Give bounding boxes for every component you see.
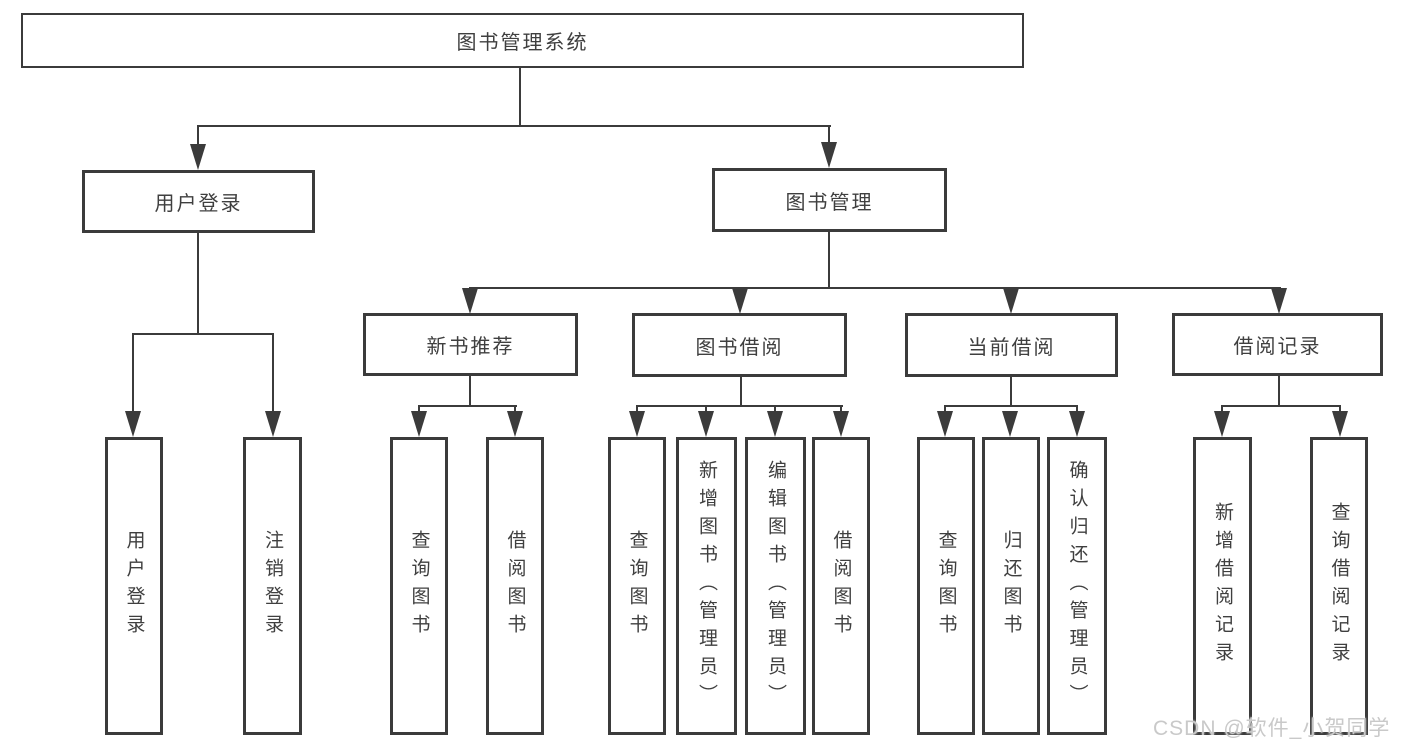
connector-line [469,287,1281,289]
leaf-add-books-admin-label: 新增图书（管理员） [696,460,717,712]
node-book-management: 图书管理 [712,168,947,232]
leaf-confirm-return-admin: 确认归还（管理员） [1047,437,1107,735]
arrow-down-icon [821,142,837,168]
node-book-borrowing: 图书借阅 [632,313,847,377]
leaf-logout-login-label: 注销登录 [262,530,283,642]
leaf-confirm-return-admin-label: 确认归还（管理员） [1066,460,1088,712]
leaf-return-books: 归还图书 [982,437,1040,735]
arrow-down-icon [462,288,478,314]
leaf-query-borrow-record: 查询借阅记录 [1310,437,1368,735]
connector-line [740,377,742,406]
leaf-add-borrow-record-label: 新增借阅记录 [1212,502,1233,670]
arrow-down-icon [1332,411,1348,437]
connector-line [636,405,843,407]
node-current-borrowing-label: 当前借阅 [967,336,1056,359]
node-borrowing-records: 借阅记录 [1172,313,1383,376]
connector-line [519,68,521,126]
leaf-borrow-books-recommend-label: 借阅图书 [504,530,526,642]
arrow-down-icon [411,411,427,437]
leaf-return-books-label: 归还图书 [1000,530,1022,642]
arrow-down-icon [698,411,714,437]
connector-line [197,233,199,334]
connector-line [197,127,199,149]
connector-line [418,405,517,407]
connector-line [272,335,274,411]
connector-line [944,405,1078,407]
leaf-add-books-admin: 新增图书（管理员） [676,437,737,735]
leaf-query-borrow-record-label: 查询借阅记录 [1328,502,1350,670]
arrow-down-icon [1214,411,1230,437]
arrow-down-icon [265,411,281,437]
arrow-down-icon [937,411,953,437]
node-root: 图书管理系统 [21,13,1024,68]
leaf-borrow-books-recommend: 借阅图书 [486,437,544,735]
connector-line [132,335,134,411]
arrow-down-icon [1002,411,1018,437]
connector-line [1278,376,1280,406]
leaf-logout-login: 注销登录 [243,437,302,735]
leaf-query-books-current: 查询图书 [917,437,975,735]
leaf-user-login: 用户登录 [105,437,163,735]
connector-line [197,125,831,127]
connector-line [1010,377,1012,406]
node-current-borrowing: 当前借阅 [905,313,1118,377]
arrow-down-icon [732,288,748,314]
leaf-edit-books-admin: 编辑图书（管理员） [745,437,806,735]
leaf-user-login-label: 用户登录 [123,530,145,642]
leaf-borrow-books: 借阅图书 [812,437,870,735]
node-root-label: 图书管理系统 [456,32,589,54]
connector-line [132,333,274,335]
node-user-login-label: 用户登录 [154,193,243,215]
arrow-down-icon [1069,411,1085,437]
connector-line [828,232,830,288]
watermark: CSDN @软件_小贺同学 [1153,717,1391,740]
leaf-query-books-borrowing-label: 查询图书 [626,530,648,642]
arrow-down-icon [833,411,849,437]
node-new-book-recommendation: 新书推荐 [363,313,578,376]
leaf-query-books-borrowing: 查询图书 [608,437,666,735]
leaf-borrow-books-label: 借阅图书 [830,530,852,642]
leaf-query-books-recommend-label: 查询图书 [408,530,430,642]
connector-line [828,127,830,149]
leaf-edit-books-admin-label: 编辑图书（管理员） [765,460,786,712]
node-book-management-label: 图书管理 [785,191,874,214]
node-book-borrowing-label: 图书借阅 [695,336,784,359]
node-new-book-recommendation-label: 新书推荐 [426,336,515,358]
leaf-query-books-recommend: 查询图书 [390,437,448,735]
arrow-down-icon [767,411,783,437]
node-user-login: 用户登录 [82,170,315,233]
arrow-down-icon [1271,288,1287,314]
arrow-down-icon [629,411,645,437]
arrow-down-icon [1003,288,1019,314]
connector-line [1221,405,1341,407]
connector-line [469,376,471,406]
arrow-down-icon [125,411,141,437]
arrow-down-icon [507,411,523,437]
leaf-query-books-current-label: 查询图书 [935,530,957,642]
leaf-add-borrow-record: 新增借阅记录 [1193,437,1252,735]
arrow-down-icon [190,144,206,170]
node-borrowing-records-label: 借阅记录 [1233,336,1322,358]
